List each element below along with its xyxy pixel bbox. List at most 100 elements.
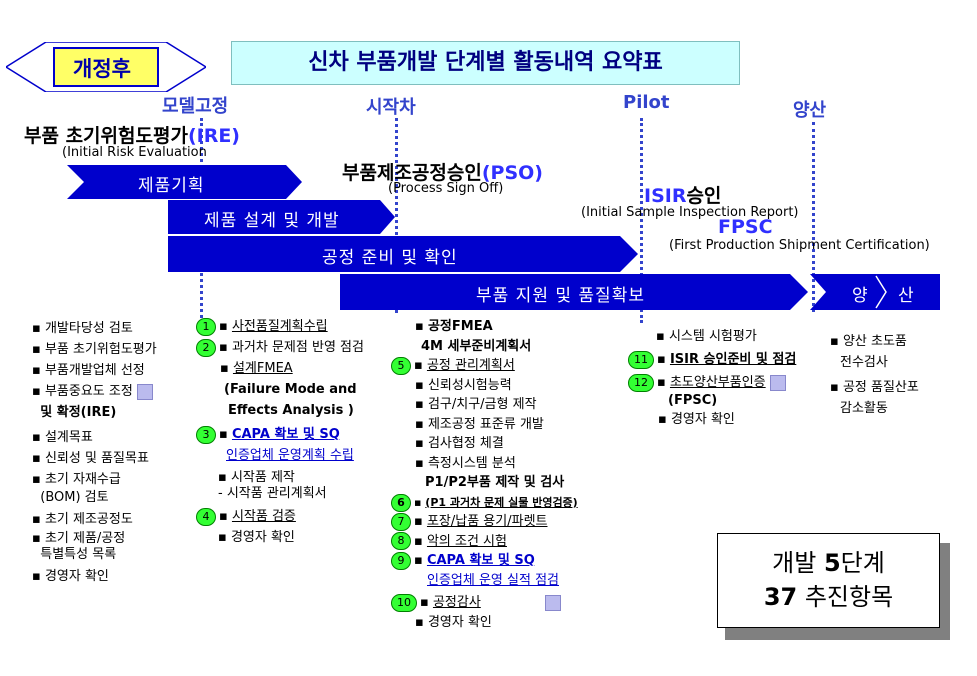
list-item: 9▪ CAPA 확보 및 SQ <box>391 551 578 571</box>
list-item: 1▪ 사전품질계획수립 <box>196 316 364 337</box>
list-item: 3▪ CAPA 확보 및 SQ <box>196 424 364 445</box>
list-item: ▪ 공정 품질산포 <box>830 380 919 395</box>
fpsc-code: FPSC <box>718 216 773 238</box>
list-item: 5▪ 공정 관리계획서 <box>391 356 578 376</box>
fpsc-subtitle: (First Production Shipment Certification… <box>669 238 930 253</box>
stage-line-proto <box>395 118 398 313</box>
bar-support-label: 부품 지원 및 품질확보 <box>476 286 645 306</box>
summary-line-2: 37 추진항목 <box>763 583 894 611</box>
pso-code: (PSO) <box>481 162 543 184</box>
list-item: Effects Analysis ) <box>228 403 354 418</box>
column-mass: ▪ 양산 초도품 전수검사 ▪ 공정 품질산포 감소활동 <box>830 331 919 419</box>
list-item: (FPSC) <box>668 393 718 408</box>
summary-box: 개발 5단계 37 추진항목 <box>717 533 940 628</box>
list-item: (Failure Mode and <box>224 382 357 397</box>
column-planning: ▪ 개발타당성 검토 ▪ 부품 초기위험도평가 ▪ 부품개발업체 선정 ▪ 부품… <box>32 318 157 587</box>
list-item: ▪ 검구/치구/금형 제작 <box>415 397 537 412</box>
list-item: 11▪ ISIR 승인준비 및 점검 <box>628 349 796 370</box>
bar-support-shape <box>340 274 808 310</box>
list-item: ▪ 경영자 확인 <box>32 569 109 584</box>
bar-mass-divider <box>875 275 887 309</box>
ire-code: (IRE) <box>187 125 240 147</box>
list-item: ▪ 초기 제조공정도 <box>32 512 133 527</box>
list-item: ▪ 부품 초기위험도평가 <box>32 342 157 357</box>
item-number-badge: 7 <box>391 512 411 531</box>
list-item: 12▪ 초도양산부품인증 <box>628 372 796 393</box>
list-item: 10▪ 공정감사 <box>391 593 578 613</box>
list-item: 감소활동 <box>840 401 888 416</box>
note-square-icon <box>136 383 153 400</box>
ire-subtitle: (Initial Risk Evaluation <box>62 145 207 160</box>
isir-code: ISIR <box>644 185 687 207</box>
bar-process-shape <box>168 236 638 272</box>
list-item: 인증업체 운영 실적 점검 <box>427 572 559 588</box>
item-number-badge: 9 <box>391 551 411 570</box>
stage-pilot: Pilot <box>623 92 670 113</box>
item-number-badge: 8 <box>391 532 411 550</box>
list-item: (BOM) 검토 <box>40 490 109 505</box>
item-number-badge: 5 <box>391 356 411 375</box>
list-item: P1/P2부품 제작 및 검사 <box>425 475 565 490</box>
column-pilot: ▪ 시스템 시험평가 11▪ ISIR 승인준비 및 점검 12▪ 초도양산부품… <box>628 326 796 430</box>
list-item: ▪ 설계FMEA <box>220 361 293 376</box>
item-number-badge: 1 <box>196 317 216 336</box>
pso-subtitle: (Process Sign Off) <box>388 181 504 196</box>
list-item: 및 확정(IRE) <box>40 405 117 420</box>
item-number-badge: 10 <box>391 593 417 612</box>
item-number-badge: 11 <box>628 350 654 369</box>
list-item: ▪ 시작품 제작 <box>218 470 295 485</box>
list-item: ▪ 개발타당성 검토 <box>32 321 133 336</box>
list-item: ▪ 경영자 확인 <box>415 614 492 630</box>
list-item: ▪ 설계목표 <box>32 430 93 445</box>
list-item: 8▪ 악의 조건 시험 <box>391 532 578 552</box>
list-item: 2▪ 과거차 문제점 반영 점검 <box>196 337 364 358</box>
item-number-badge: 12 <box>628 373 654 392</box>
stage-line-pilot <box>640 118 643 323</box>
page-title: 신차 부품개발 단계별 활동내역 요약표 <box>231 41 740 85</box>
bar-mass-label-b: 산 <box>898 286 915 306</box>
list-item: ▪ 신뢰성 및 품질목표 <box>32 451 149 466</box>
ire-label: 부품 초기위험도평가 <box>24 125 188 147</box>
stage-mass-production: 양산 <box>793 100 827 121</box>
column-design: 1▪ 사전품질계획수립 2▪ 과거차 문제점 반영 점검 ▪ 설계FMEA (F… <box>196 316 364 548</box>
bar-plan-shape <box>67 165 302 199</box>
list-item: ▪ 양산 초도품 <box>830 334 907 349</box>
note-square-icon <box>544 594 561 611</box>
list-item: ▪ 초기 자재수급 <box>32 472 121 487</box>
note-square-icon <box>769 374 786 391</box>
list-item: ▪ 경영자 확인 <box>218 530 295 545</box>
item-number-badge: 4 <box>196 507 216 526</box>
list-item: 4M 세부준비계획서 <box>421 338 532 354</box>
list-item: 4▪ 시작품 검증 <box>196 506 364 527</box>
list-item: ▪ 공정FMEA <box>415 319 493 334</box>
ire-milestone: 부품 초기위험도평가(IRE) <box>24 121 240 148</box>
pso-milestone: 부품제조공정승인(PSO) <box>342 158 543 185</box>
list-item: - 시작품 관리계획서 <box>218 486 327 501</box>
bar-design-label: 제품 설계 및 개발 <box>204 211 340 231</box>
item-number-badge: 2 <box>196 338 216 357</box>
list-item: 7▪ 포장/납품 용기/파렛트 <box>391 512 578 532</box>
bar-design-shape <box>168 200 395 234</box>
list-item: ▪ 경영자 확인 <box>658 412 735 427</box>
list-item: ▪ 부품개발업체 선정 <box>32 363 145 378</box>
column-process: ▪ 공정FMEA 4M 세부준비계획서 5▪ 공정 관리계획서 ▪ 신뢰성시험능… <box>391 317 578 632</box>
bar-process-label: 공정 준비 및 확인 <box>322 248 458 268</box>
list-item: ▪ 부품중요도 조정 <box>32 381 157 402</box>
revision-badge: 개정후 <box>73 57 131 81</box>
stage-model-fix: 모델고정 <box>162 96 229 117</box>
stage-line-mass <box>812 122 815 312</box>
bar-mass-shape <box>810 274 940 310</box>
list-item: ▪ 시스템 시험평가 <box>656 329 757 344</box>
list-item: 인증업체 운영계획 수립 <box>226 448 354 463</box>
revision-badge-shape <box>6 42 206 92</box>
list-item: ▪ 초기 제품/공정 <box>32 531 126 546</box>
isir-milestone: ISIR승인 <box>644 181 721 208</box>
list-item: ▪ 측정시스템 분석 <box>415 455 516 471</box>
isir-subtitle: (Initial Sample Inspection Report) <box>581 205 799 220</box>
list-item: ▪ 신뢰성시험능력 <box>415 377 512 393</box>
list-item: ▪ 검사협정 체결 <box>415 436 504 451</box>
list-item: 특별특성 목록 <box>40 547 117 562</box>
bar-mass-label-a: 양 <box>852 286 869 306</box>
stage-prototype: 시작차 <box>366 97 416 118</box>
